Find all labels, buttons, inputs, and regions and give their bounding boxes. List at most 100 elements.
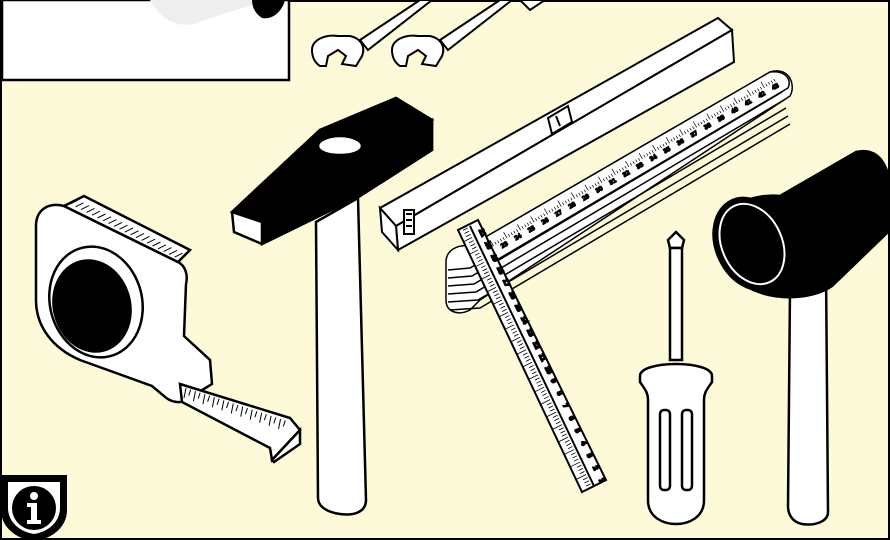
fold-number: 33 — [636, 162, 645, 171]
ruler-number: 15 — [513, 303, 523, 313]
grip-ridge — [124, 227, 134, 233]
fold-number: 29 — [582, 193, 591, 202]
inset-panel — [0, 0, 291, 82]
ruler-number: 12 — [531, 340, 541, 350]
fold-number: 42 — [758, 91, 767, 100]
ruler-tick — [477, 258, 483, 262]
fold-tick — [670, 138, 673, 142]
ruler-tick — [572, 455, 578, 459]
fold-tick — [567, 199, 570, 202]
ruler-tick — [510, 336, 521, 343]
fold-tick — [548, 210, 551, 214]
ruler-tick — [536, 380, 542, 384]
fold-tick — [760, 81, 765, 89]
fold-tick — [526, 222, 530, 226]
ruler-number: 6 — [567, 415, 575, 422]
ruler-tick — [549, 408, 555, 412]
ruler-number: 5 — [573, 428, 581, 435]
ruler-tick — [488, 280, 494, 284]
fold-tick — [705, 118, 708, 122]
ruler-tick — [470, 243, 476, 247]
tape-tick — [197, 392, 201, 399]
fold-number: 37 — [690, 130, 699, 139]
fold-number: 26 — [541, 217, 550, 226]
ruler-tick — [516, 349, 527, 355]
fold-tick — [635, 159, 638, 163]
tape-tick — [244, 407, 248, 415]
ruler-tick — [567, 446, 573, 450]
ruler-tick — [585, 483, 591, 487]
ruler-tick — [474, 262, 485, 268]
ruler-tick — [498, 302, 504, 306]
fold-tick — [730, 104, 733, 108]
tape-tick — [278, 418, 282, 430]
ruler-tick — [489, 283, 495, 287]
fold-tick — [665, 137, 670, 144]
ruler-number: 4 — [579, 440, 587, 447]
fold-tick — [578, 192, 581, 196]
ruler-tick — [483, 271, 489, 275]
info-icon[interactable] — [1, 475, 67, 540]
tape-tick — [259, 412, 263, 423]
fold-tick — [689, 127, 692, 131]
ruler-tick — [528, 374, 539, 380]
ruler-tick — [560, 430, 566, 434]
fold-tick — [716, 112, 719, 115]
ruler-tick — [504, 315, 510, 319]
ruler-tick — [495, 296, 501, 300]
ruler-tick — [492, 290, 498, 294]
fold-number: 35 — [663, 146, 672, 155]
fold-tick — [521, 225, 524, 229]
tape-tick — [183, 387, 187, 399]
fold-tick — [581, 191, 584, 195]
fold-tick — [619, 169, 622, 172]
grip-ridge — [163, 247, 172, 253]
ruler-tick — [561, 433, 567, 437]
ruler-tick — [519, 346, 525, 350]
fold-tick — [557, 200, 562, 207]
fold-tick — [665, 142, 668, 146]
fold-tick — [621, 167, 624, 171]
ruler-tick — [546, 402, 552, 406]
tape-measure — [34, 194, 302, 464]
fold-tick — [697, 123, 700, 127]
fold-tick — [651, 150, 654, 153]
ruler-tick — [531, 371, 537, 375]
fold-tick — [611, 168, 616, 176]
fold-tick — [659, 145, 662, 149]
ruler-tick — [564, 439, 570, 443]
grip-ridge — [135, 233, 145, 239]
fold-tick — [706, 113, 711, 120]
ruler-tick — [566, 442, 572, 446]
ruler-tick — [504, 324, 515, 330]
fold-tick — [732, 102, 735, 106]
tape-tick — [192, 390, 196, 402]
fold-number: 43 — [771, 83, 780, 92]
fold-number: 38 — [704, 122, 713, 131]
tape-tick — [282, 420, 286, 427]
ruler-tick — [516, 340, 522, 344]
tape-tick — [226, 401, 230, 409]
fold-tick — [675, 135, 679, 139]
fold-tick — [643, 154, 646, 158]
fold-tick — [551, 208, 554, 212]
ruler-tick — [578, 467, 584, 471]
fold-number: 39 — [717, 114, 726, 123]
ruler-tick — [582, 477, 588, 481]
ruler-tick — [528, 364, 534, 368]
ruler-tick — [540, 389, 546, 393]
ruler-tick — [558, 436, 569, 442]
fold-tick — [610, 173, 614, 177]
ruler-number: 1 — [597, 478, 605, 485]
fold-tick — [679, 129, 684, 136]
fold-tick — [733, 97, 738, 104]
fold-tick — [700, 121, 703, 125]
fold-tick — [562, 202, 565, 206]
fold-tick — [598, 176, 603, 183]
fold-tick — [686, 129, 689, 133]
tape-tick — [230, 403, 234, 414]
tape-tick — [254, 411, 258, 418]
ruler-number: 19 — [489, 253, 499, 263]
fold-tick — [692, 126, 695, 130]
